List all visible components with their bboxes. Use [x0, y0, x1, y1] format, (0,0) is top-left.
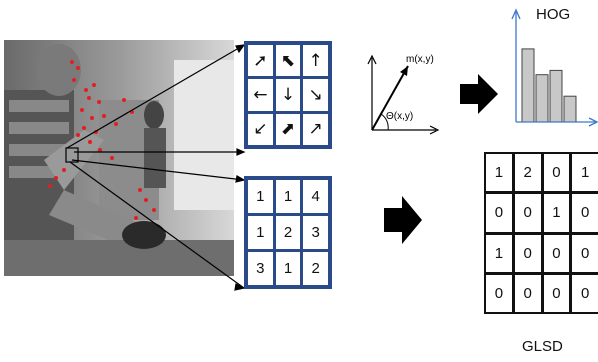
glsd-cell: 0: [514, 194, 541, 232]
connector-arrowhead: [234, 283, 246, 291]
grid-cell: 2: [303, 252, 328, 285]
connector-arrowhead: [235, 175, 246, 183]
angle-arc: [380, 113, 389, 131]
hog-bar: [549, 69, 563, 123]
glsd-cell: 0: [572, 234, 598, 272]
right-arrow-icon: [384, 196, 422, 244]
hog-x-arrowhead: [588, 117, 598, 127]
arrow-up-icon: ↑: [303, 45, 328, 77]
hog-histogram: [511, 8, 598, 127]
glsd-cell: 0: [514, 234, 541, 272]
gradient-vector: [371, 65, 409, 131]
grid-cell: 1: [248, 216, 273, 249]
grid-cell: 3: [303, 216, 328, 249]
hog-y-arrowhead: [511, 8, 521, 20]
glsd-cell: 0: [486, 274, 512, 312]
glsd-matrix: 1 2 0 1 0 0 1 0 1 0 0 0 0 0 0 0: [484, 152, 598, 314]
glsd-cell: 0: [514, 274, 541, 312]
arrow-northwest-icon: ⬉: [275, 45, 301, 77]
glsd-cell: 0: [572, 274, 598, 312]
arrow-northeast-icon: ↗: [303, 113, 328, 145]
arrow-left-icon: ←: [248, 79, 273, 111]
glsd-cell: 1: [486, 234, 512, 272]
arrow-northeast-icon: ➚: [248, 45, 273, 77]
angle-label: Θ(x,y): [386, 111, 414, 122]
arrow-southwest-icon: ↙: [248, 113, 273, 145]
connector-line-bottom: [69, 161, 245, 289]
glsd-cell: 0: [572, 194, 598, 232]
magnitude-label: m(x,y): [406, 54, 434, 65]
glsd-cell: 1: [543, 194, 570, 232]
arrow-down-icon: ↓: [275, 79, 301, 111]
hog-label: HOG: [536, 6, 571, 23]
hog-bar: [535, 74, 549, 123]
right-arrow-icon: [460, 74, 498, 114]
grid-cell: 2: [275, 216, 301, 249]
glsd-cell: 0: [543, 154, 570, 192]
arrow-northeast-icon: ⬈: [275, 113, 301, 145]
connector-line-lower: [71, 159, 245, 181]
grid-cell: 1: [275, 180, 301, 213]
grid-cell: 4: [303, 180, 328, 213]
glsd-cell: 1: [572, 154, 598, 192]
gradient-vector-arrowhead: [400, 66, 408, 76]
glsd-cell: 0: [543, 234, 570, 272]
glsd-cell: 0: [543, 274, 570, 312]
hog-bar: [563, 95, 577, 123]
connector-arrowhead: [235, 44, 246, 54]
gradient-direction-grid: ➚ ⬉ ↑ ← ↓ ↘ ↙ ⬈ ↗: [244, 41, 332, 149]
grid-cell: 1: [275, 252, 301, 285]
grid-cell: 1: [248, 180, 273, 213]
hog-bar: [521, 48, 535, 123]
gradient-vector-diagram: [367, 54, 440, 135]
x-axis-arrowhead: [429, 125, 440, 135]
glsd-cell: 1: [486, 154, 512, 192]
connector-line-top: [66, 44, 245, 149]
hand-gesture-photo: [4, 40, 234, 276]
arrow-southeast-icon: ↘: [303, 79, 328, 111]
glsd-cell: 0: [486, 194, 512, 232]
glsd-label: GLSD: [522, 338, 563, 355]
connector-arrowhead: [236, 148, 246, 156]
grid-cell: 3: [248, 252, 273, 285]
gray-level-grid: 1 1 4 1 2 3 3 1 2: [244, 176, 332, 289]
glsd-cell: 2: [514, 154, 541, 192]
y-axis-arrowhead: [367, 54, 377, 65]
